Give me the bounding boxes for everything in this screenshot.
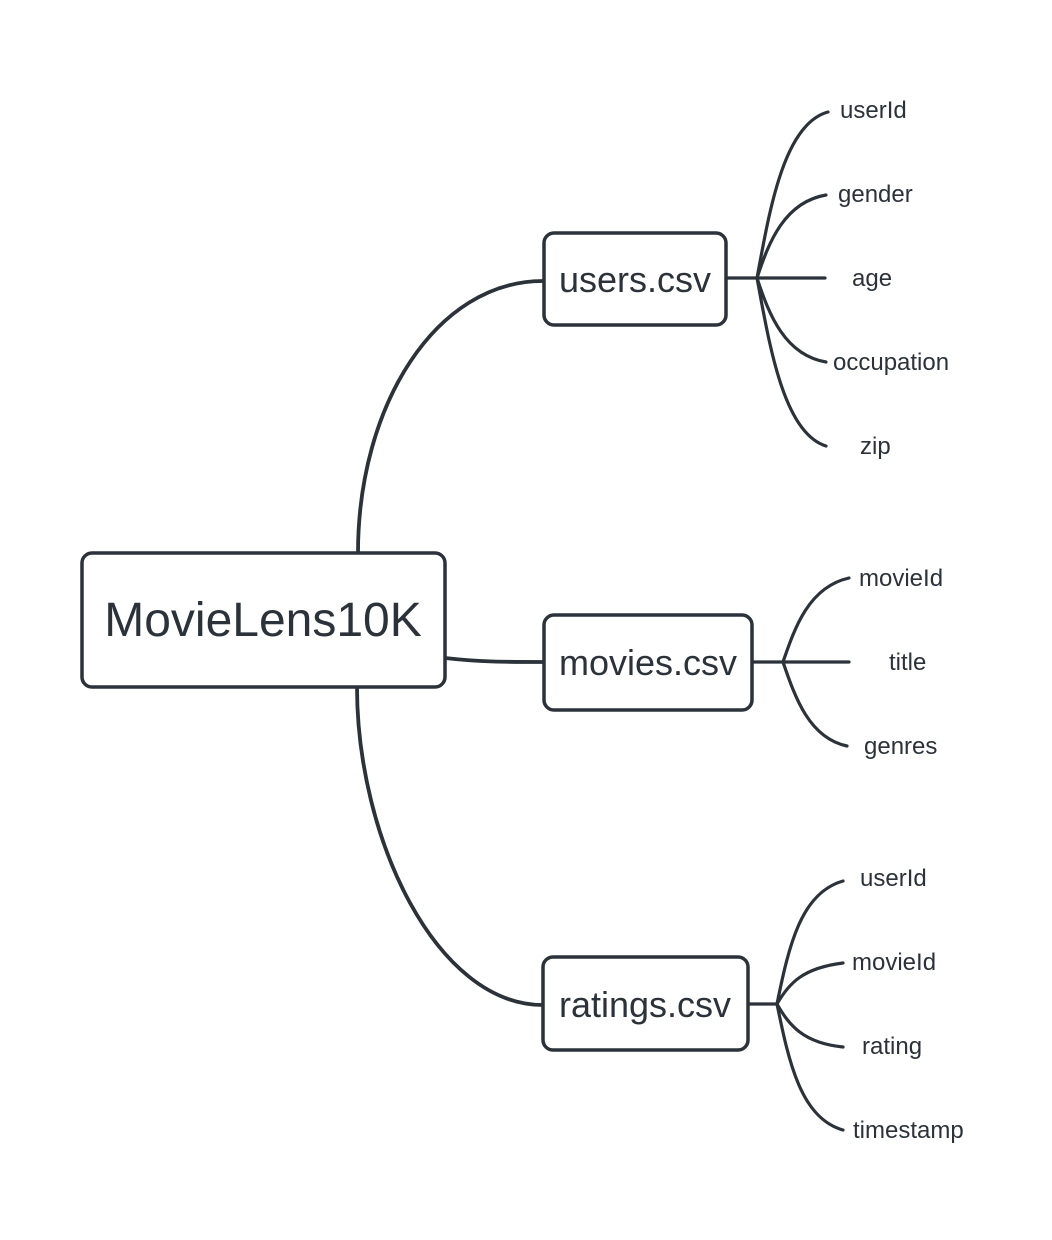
root-node-label: MovieLens10K — [104, 594, 422, 647]
link-users-to-occupation — [755, 276, 828, 364]
link-movies-to-movieid — [781, 576, 851, 664]
node-box-ratings-csv[interactable] — [541, 955, 750, 1052]
link-users-to-userid — [755, 110, 830, 280]
leaf-label-users-occupation: occupation — [833, 349, 949, 376]
node-label-movies-csv: movies.csv — [559, 642, 737, 683]
link-movies-to-genres — [781, 660, 849, 748]
node-label-users-csv: users.csv — [559, 259, 711, 300]
link-ratings-to-timestamp — [775, 1002, 845, 1132]
node-box-users-csv[interactable] — [542, 231, 728, 327]
leaf-label-ratings-timestamp: timestamp — [853, 1117, 964, 1144]
leaf-label-movies-title: title — [889, 649, 926, 676]
node-box-movies-csv[interactable] — [542, 613, 754, 712]
leaf-label-users-gender: gender — [838, 181, 913, 208]
leaf-label-users-age: age — [852, 265, 892, 292]
leaf-label-users-userid: userId — [840, 97, 907, 124]
leaf-label-ratings-movieid: movieId — [852, 949, 936, 976]
link-root-to-movies — [443, 656, 546, 664]
root-node-box[interactable] — [80, 551, 447, 689]
leaf-label-users-zip: zip — [860, 433, 891, 460]
link-users-to-gender — [755, 193, 828, 280]
link-root-to-users — [356, 279, 545, 555]
leaf-label-movies-movieid: movieId — [859, 565, 943, 592]
leaf-label-movies-genres: genres — [864, 733, 937, 760]
leaf-label-ratings-userid: userId — [860, 865, 927, 892]
link-ratings-to-userid — [775, 879, 845, 1006]
node-label-ratings-csv: ratings.csv — [559, 984, 731, 1025]
link-ratings-to-rating — [775, 1002, 845, 1049]
leaf-label-ratings-rating: rating — [862, 1033, 922, 1060]
link-users-to-zip — [755, 276, 828, 448]
link-root-to-ratings — [355, 685, 545, 1007]
link-ratings-to-movieid — [775, 961, 845, 1006]
